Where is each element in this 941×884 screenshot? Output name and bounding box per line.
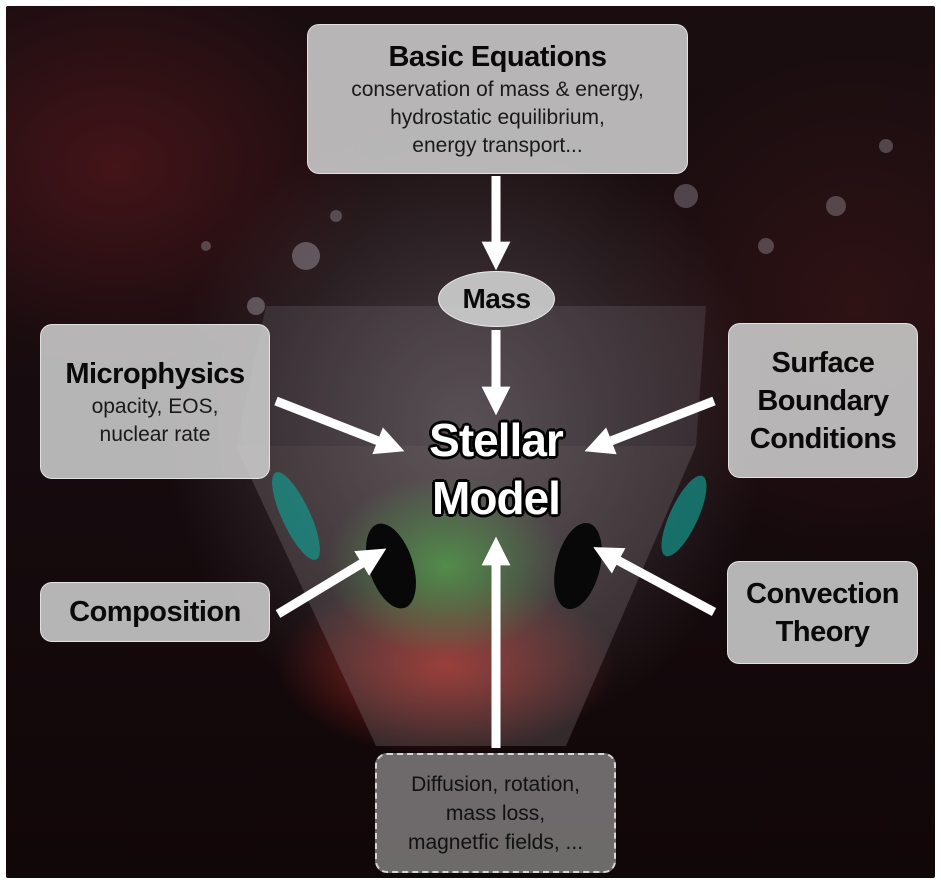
diagram-canvas: Basic Equations conservation of mass & e…	[6, 6, 935, 878]
splash-droplet	[292, 242, 320, 270]
basic-equations-title: Basic Equations	[388, 41, 607, 73]
martini-splash-background	[201, 139, 893, 746]
arrow-composition-to-model	[275, 548, 387, 618]
extra-physics-line: Diffusion, rotation,	[411, 772, 580, 796]
composition-box: Composition	[40, 582, 270, 642]
microphysics-line: nuclear rate	[99, 422, 211, 446]
composition-title: Composition	[69, 596, 241, 628]
basic-equations-line: conservation of mass & energy,	[351, 78, 644, 101]
extra-physics-line: mass loss,	[445, 801, 546, 825]
splash-droplet	[247, 297, 265, 315]
stellar-model-label: Stellar Model	[386, 411, 606, 541]
splash-droplet	[330, 210, 342, 222]
stellar-model-line: Model	[432, 472, 561, 524]
olive-right-shape	[554, 522, 602, 610]
convection-line: Theory	[775, 615, 870, 648]
extra-physics-line: magnetfic fields, ...	[407, 830, 584, 854]
splash-droplet	[674, 184, 698, 208]
leaf-left-shape	[272, 472, 320, 560]
convection-line: Convection	[746, 577, 899, 610]
surface-boundary-line: Boundary	[757, 384, 889, 417]
arrows-layer	[274, 176, 717, 748]
splash-droplet	[826, 196, 846, 216]
glass-rim-shape	[236, 306, 706, 446]
microphysics-title: Microphysics	[65, 357, 245, 390]
arrow-microphysics-to-model	[274, 396, 405, 455]
microphysics-line: opacity, EOS,	[91, 394, 219, 418]
leaf-right-shape	[661, 475, 707, 557]
basic-equations-box: Basic Equations conservation of mass & e…	[307, 24, 688, 174]
surface-boundary-box: Surface Boundary Conditions	[728, 323, 918, 478]
mass-label: Mass	[462, 283, 531, 314]
basic-equations-line: energy transport...	[412, 134, 583, 157]
convection-theory-box: Convection Theory	[727, 561, 918, 664]
splash-droplet	[201, 241, 211, 251]
surface-boundary-line: Surface	[771, 346, 875, 379]
stellar-model-line: Stellar	[429, 414, 564, 466]
arrow-convection-to-model	[593, 547, 717, 616]
basic-equations-line: hydrostatic equilibrium,	[390, 106, 605, 129]
surface-boundary-line: Conditions	[749, 422, 897, 455]
glass-bowl-shape	[236, 446, 696, 746]
arrow-surface-to-model	[584, 396, 716, 455]
mass-node: Mass	[438, 271, 555, 327]
microphysics-box: Microphysics opacity, EOS, nuclear rate	[40, 324, 270, 479]
splash-droplet	[758, 238, 774, 254]
extra-physics-box: Diffusion, rotation, mass loss, magnetfi…	[375, 753, 616, 873]
olive-left-shape	[366, 523, 416, 609]
splash-droplet	[879, 139, 893, 153]
